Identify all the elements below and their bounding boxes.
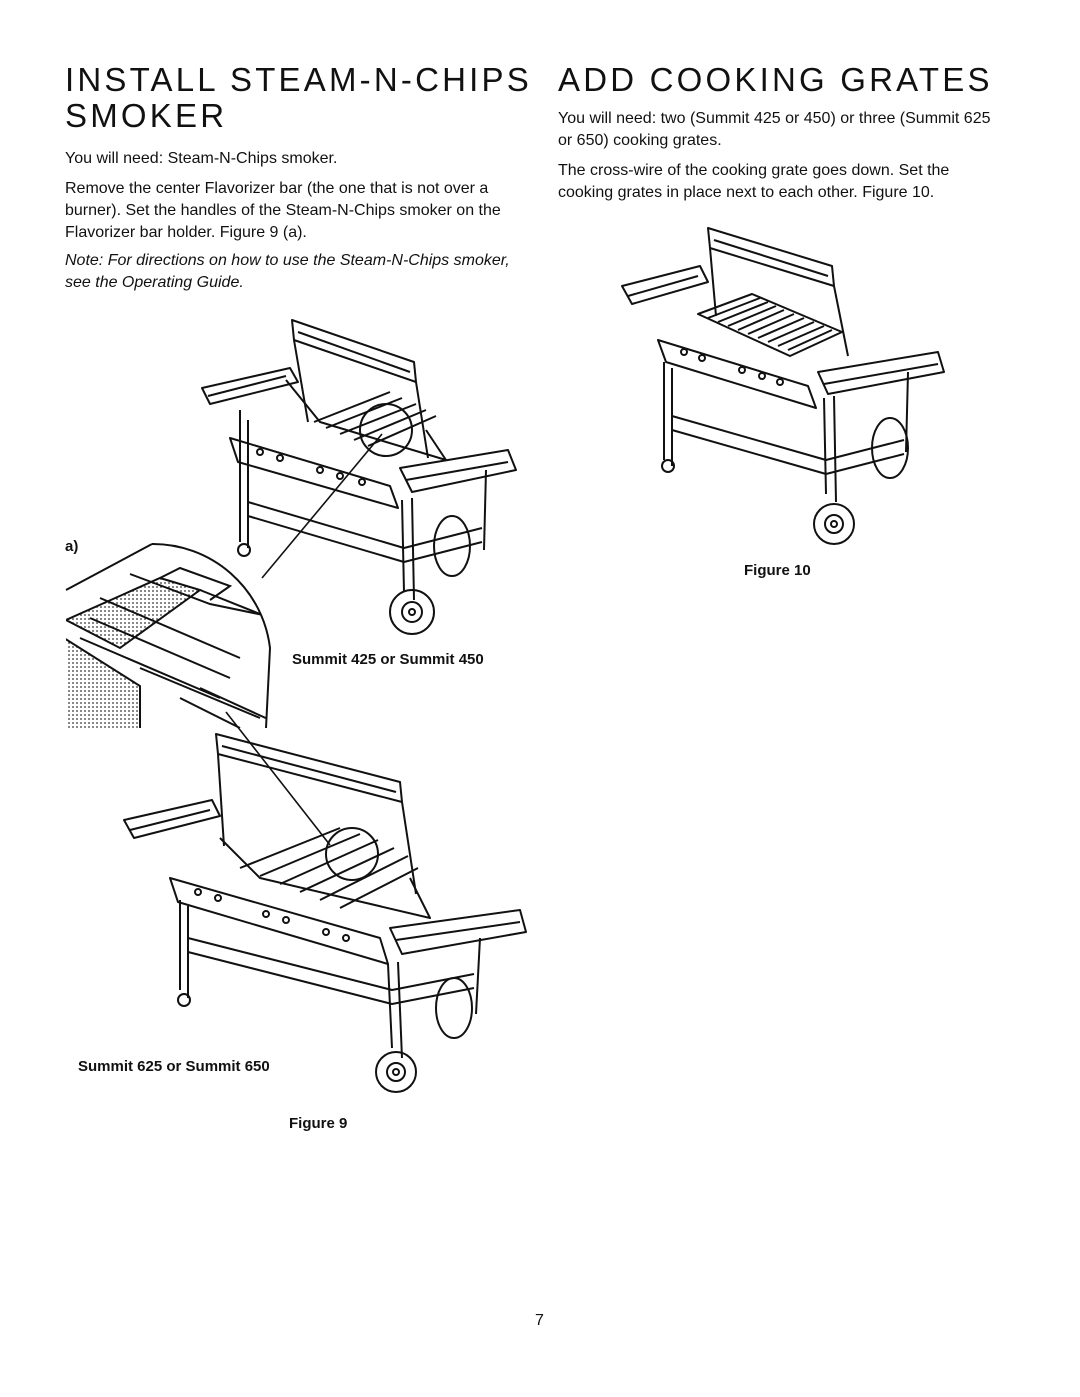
add-grates-heading: ADD COOKING GRATES [558,61,993,98]
smoker-instructions: Remove the center Flavorizer bar (the on… [65,180,501,241]
install-smoker-heading-line2: SMOKER [65,97,228,134]
figure10-grill-with-grates-illustration [618,222,950,552]
figure9-grill-large-illustration [120,728,530,1098]
detail-a-label: a) [65,538,79,555]
smoker-you-will-need: You will need: Steam-N-Chips smoker. [65,150,338,167]
figure9-label: Figure 9 [289,1115,348,1132]
figure9-caption-large-model: Summit 625 or Summit 650 [78,1058,270,1075]
grates-you-will-need: You will need: two (Summit 425 or 450) o… [558,110,991,149]
figure9-detail-a-illustration [60,538,280,733]
figure9-caption-small-model: Summit 425 or Summit 450 [292,651,484,668]
page-number: 7 [535,1312,544,1329]
grates-instructions: The cross-wire of the cooking grate goes… [558,162,950,201]
smoker-note: Note: For directions on how to use the S… [65,252,510,291]
install-smoker-heading-line1: INSTALL STEAM-N-CHIPS [65,61,532,98]
figure10-label: Figure 10 [744,562,811,579]
